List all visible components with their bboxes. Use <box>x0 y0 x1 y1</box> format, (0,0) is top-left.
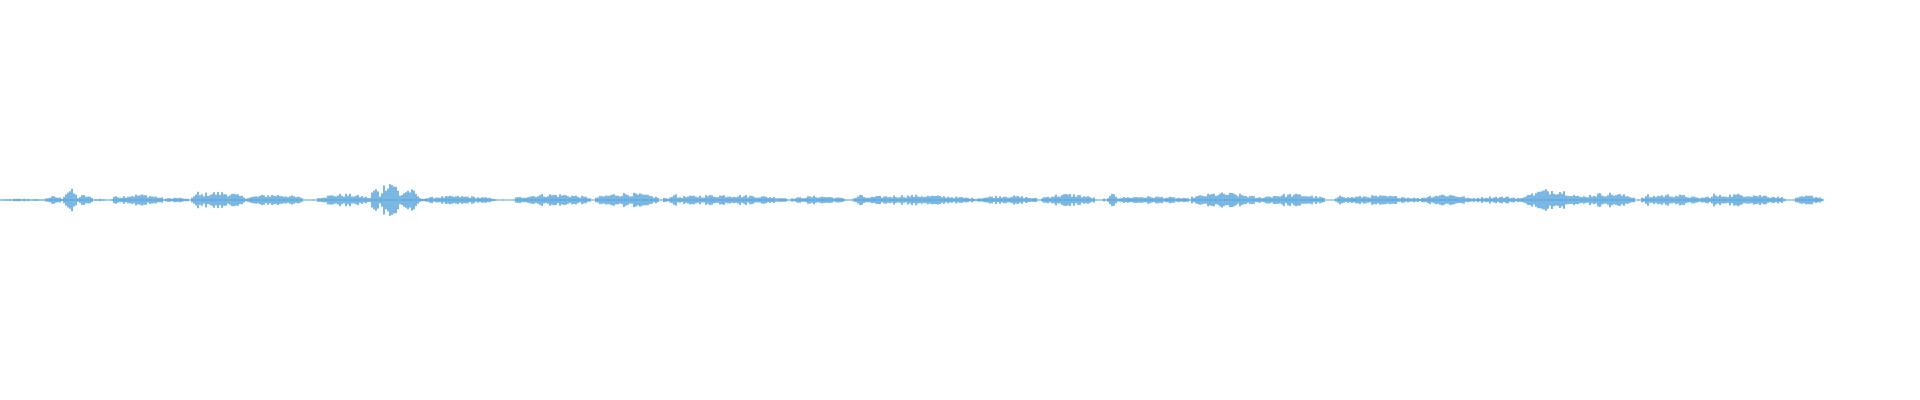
waveform-bars <box>0 184 1824 216</box>
waveform-amplitude-path <box>0 184 1823 216</box>
